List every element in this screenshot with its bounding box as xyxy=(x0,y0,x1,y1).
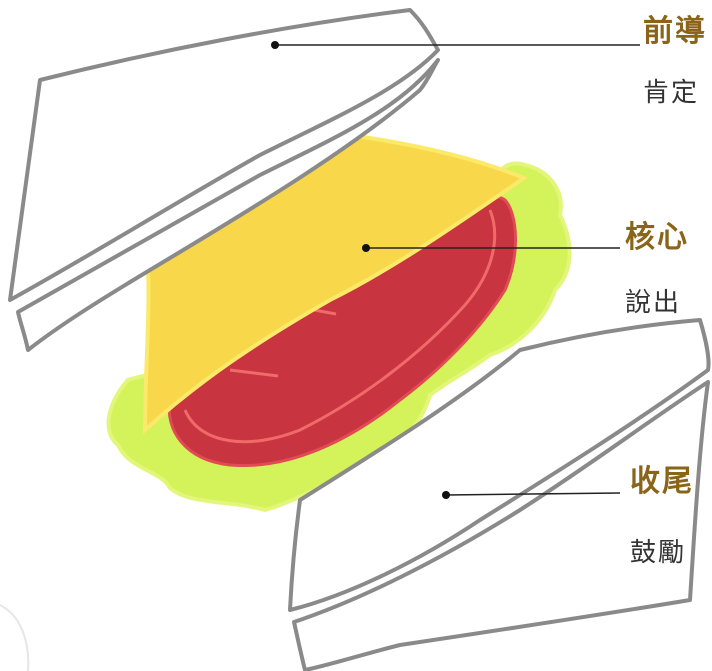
pointer-dot xyxy=(362,244,370,252)
bottom-layer-title: 收尾 xyxy=(630,464,694,499)
top-bread-slice xyxy=(8,8,440,352)
top-layer-desc: 肯定 xyxy=(643,78,700,108)
bottom-layer-desc: 鼓勵 xyxy=(630,538,687,568)
top-layer-title: 前導 xyxy=(643,14,707,49)
meat-grill-line xyxy=(229,368,279,378)
pointer-line-top xyxy=(271,41,640,49)
pointer-line-bottom xyxy=(442,491,621,499)
middle-layer-title: 核心 xyxy=(625,220,689,255)
pointer-dot xyxy=(271,41,279,49)
meat-grill-line xyxy=(183,209,497,444)
corner-arc xyxy=(0,604,30,671)
middle-layer-desc: 說出 xyxy=(625,288,682,318)
pointer-line-middle xyxy=(362,244,620,252)
pointer-dot xyxy=(442,491,450,499)
